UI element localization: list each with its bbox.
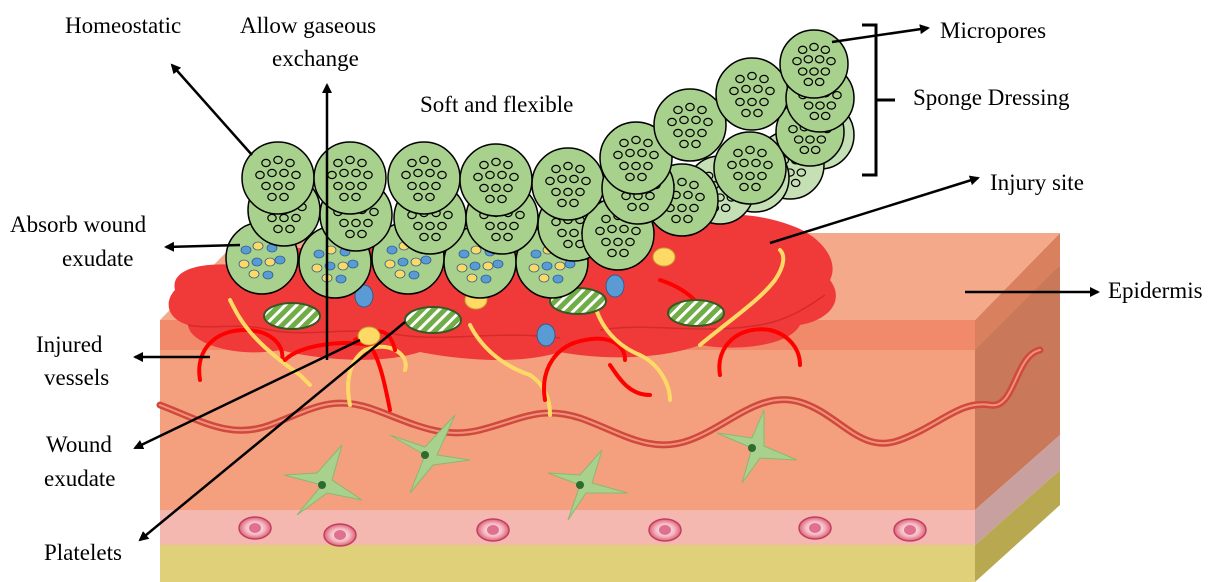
sponge-sphere [460,144,532,216]
sponge-bracket [862,25,895,175]
arrow-homeostatic [172,65,252,155]
basal-layer [160,510,975,545]
label-injury-site: Injury site [990,170,1084,195]
sponge-sphere [532,148,604,220]
label-soft-flexible: Soft and flexible [420,92,573,117]
label-homeostatic: Homeostatic [65,13,181,38]
arrow-micropores [832,28,928,42]
label-allow-gaseous-1: Allow gaseous [240,13,376,38]
label-absorb-2: exudate [62,246,134,271]
sponge-sphere [716,58,788,130]
sponge-sphere [714,132,786,204]
label-wound-1: Wound [46,432,112,457]
label-platelets: Platelets [44,540,122,565]
label-wound-2: exudate [44,466,116,491]
sponge-sphere [242,142,314,214]
label-allow-gaseous-2: exchange [272,46,359,71]
sponge-sphere [314,142,386,214]
label-micropores: Micropores [940,18,1046,43]
label-absorb-1: Absorb wound [10,212,147,237]
label-injured-1: Injured [36,332,103,357]
label-epidermis: Epidermis [1108,278,1203,303]
label-sponge-dressing: Sponge Dressing [913,85,1070,110]
sponge-sphere [388,142,460,214]
sponge-sphere [654,89,726,161]
hypodermis [160,545,975,582]
label-injured-2: vessels [44,365,109,390]
